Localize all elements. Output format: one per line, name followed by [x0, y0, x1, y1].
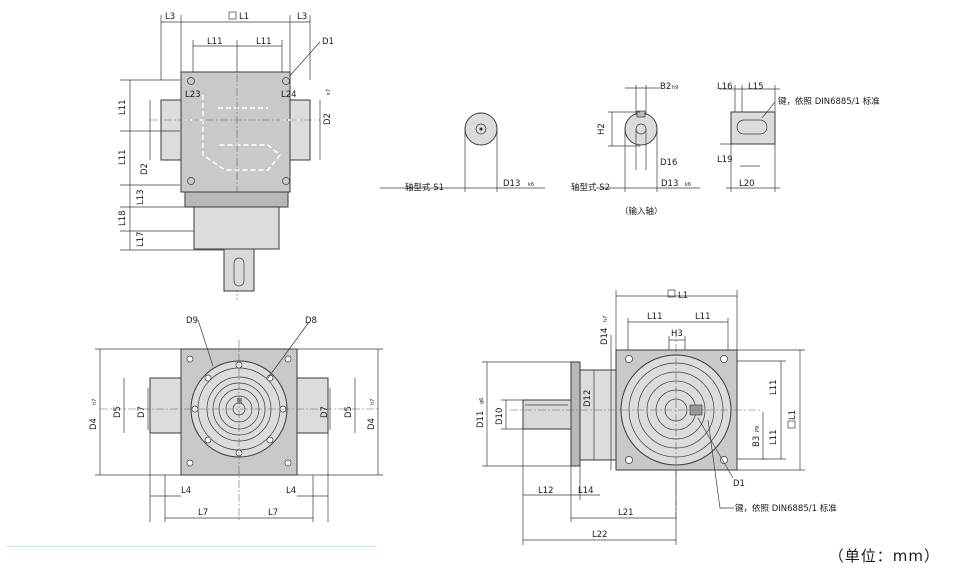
label-D4-right: D4 — [367, 418, 377, 430]
label-L11-v2: L11 — [118, 149, 128, 165]
label-H3: H3 — [671, 329, 683, 339]
label-L11-v1: L11 — [118, 99, 128, 115]
label-s2: 轴型式 S2 — [571, 182, 610, 193]
label-B2: B2 — [660, 82, 671, 92]
unit-label: （单位：mm） — [828, 547, 940, 565]
label-D13-s2: D13 — [661, 179, 678, 189]
label-D14: D14 — [600, 328, 610, 345]
label-D11: D11 — [476, 411, 486, 428]
label-L18: L18 — [118, 210, 128, 226]
label-D12: D12 — [583, 390, 593, 407]
label-L1-right: L1 — [788, 410, 798, 420]
label-input-shaft: （输入轴） — [620, 206, 663, 217]
shaft-type-s1: 轴型式 S1 D13 k6 — [380, 112, 545, 193]
label-L19: L19 — [717, 155, 733, 165]
label-B3: B3 — [752, 436, 762, 447]
label-L15: L15 — [748, 82, 764, 92]
label-D8: D8 — [305, 316, 317, 326]
label-L4-right: L4 — [286, 486, 296, 496]
label-D13-s1: D13 — [503, 179, 520, 189]
label-D2-left: D2 — [140, 163, 150, 175]
label-L17: L17 — [136, 231, 146, 247]
label-L12: L12 — [538, 486, 554, 496]
label-L1-top: L1 — [239, 12, 249, 22]
shaft-type-s2: B2 h9 H2 D16 轴型式 S2 D13 k6 （输入轴） — [571, 82, 700, 217]
label-L14: L14 — [578, 486, 594, 496]
label-D10: D10 — [495, 408, 505, 425]
square-symbol — [228, 11, 237, 20]
label-D7-right: D7 — [320, 406, 330, 418]
key-note-top: 键，依照 DIN6885/1 标准 — [778, 96, 880, 107]
label-L11-r1: L11 — [647, 312, 663, 322]
label-D13-s2-sub: k6 — [685, 182, 691, 188]
key-note-bottom: 键，依照 DIN6885/1 标准 — [735, 503, 837, 514]
square-symbol-3 — [787, 420, 796, 429]
label-D11-sub: g6 — [479, 398, 485, 404]
label-L11-rv2: L11 — [769, 429, 779, 445]
label-B2-sub: h9 — [672, 85, 678, 91]
label-L13: L13 — [136, 189, 146, 205]
label-L11-a: L11 — [207, 37, 223, 47]
label-D14-sub: h7 — [603, 316, 609, 322]
label-L3-right: L3 — [297, 12, 307, 22]
label-D16: D16 — [660, 158, 677, 168]
bottom-left-view: D9 D8 D4 h7 D5 D7 D7 D5 D4 h7 L4 L4 L7 L… — [89, 316, 383, 522]
label-D9: D9 — [186, 316, 198, 326]
label-D2-sub: k7 — [326, 89, 332, 95]
square-symbol-2 — [667, 289, 676, 298]
label-L1-top-right: L1 — [678, 291, 688, 301]
label-B3-sub: P9 — [755, 426, 761, 432]
label-D5-right: D5 — [344, 406, 354, 418]
label-L22: L22 — [592, 530, 608, 540]
label-L4-left: L4 — [181, 486, 191, 496]
label-L3-left: L3 — [165, 12, 175, 22]
divider-line — [6, 546, 376, 547]
label-L7-left: L7 — [198, 508, 208, 518]
label-D5-left: D5 — [113, 406, 123, 418]
label-D4-right-sub: h7 — [370, 399, 376, 405]
label-L11-rv1: L11 — [769, 379, 779, 395]
label-D13-s1-sub: k6 — [528, 182, 534, 188]
top-left-view: L3 L1 L3 L11 L11 D1 L23 L24 — [118, 11, 334, 300]
label-L11-r2: L11 — [695, 312, 711, 322]
label-L7-right: L7 — [268, 508, 278, 518]
label-H2: H2 — [597, 123, 607, 135]
bottom-right-view: L1 L11 L11 H3 L1 L11 L11 B3 P9 D11 g6 D1… — [476, 289, 837, 545]
label-L20: L20 — [739, 179, 755, 189]
label-D1-bottom: D1 — [733, 479, 745, 489]
label-L11-b: L11 — [256, 37, 272, 47]
label-D7-left: D7 — [137, 406, 147, 418]
key-detail: L16 L15 L19 L20 键，依照 DIN6885/1 标准 — [717, 82, 880, 192]
label-L23: L23 — [185, 90, 201, 100]
label-D1: D1 — [322, 37, 334, 47]
label-L24: L24 — [281, 90, 297, 100]
label-L16: L16 — [717, 82, 733, 92]
label-s1: 轴型式 S1 — [405, 182, 444, 193]
label-D4-left: D4 — [89, 418, 99, 430]
label-L21: L21 — [618, 508, 634, 518]
label-D2-right: D2 — [323, 113, 333, 125]
label-D4-left-sub: h7 — [92, 399, 98, 405]
